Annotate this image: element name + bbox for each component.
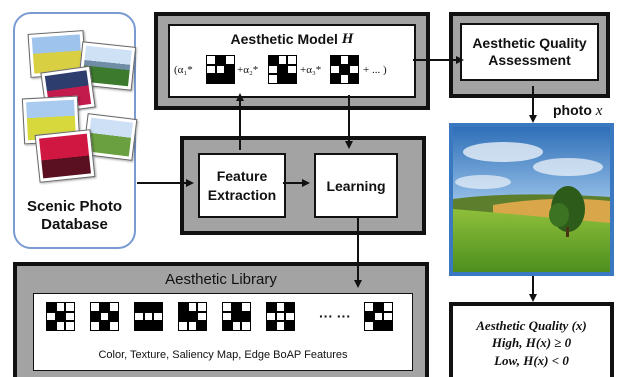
library-pattern-tile [134, 302, 163, 331]
pattern-tile [330, 55, 359, 84]
aesthetic-library-box: ··· ··· Color, Texture, Saliency Map, Ed… [33, 293, 413, 371]
feature-extraction-line1: Feature [216, 168, 268, 185]
quality-assessment-line1: Aesthetic Quality [472, 34, 587, 51]
result-line3: Low, H(x) < 0 [494, 352, 569, 368]
feature-extraction-box: Feature Extraction [198, 153, 286, 218]
model-variable: H [341, 31, 354, 47]
result-text: Aesthetic Quality (x) High, H(x) ≥ 0 Low… [453, 310, 610, 376]
database-label-line2: Database [41, 216, 108, 233]
feature-learning-panel: Feature Extraction Learning [180, 136, 426, 235]
aesthetic-model-box: Aesthetic Model H (α₁* +α₂* +α₃* + ... ) [168, 24, 416, 98]
formula-term-1: (α₁* [174, 64, 193, 76]
quality-assessment-panel: Aesthetic Quality Assessment [449, 12, 610, 98]
formula-term-3: +α₃* [300, 64, 322, 76]
library-pattern-tile [178, 302, 207, 331]
learning-box: Learning [314, 153, 398, 218]
input-photo [449, 123, 614, 276]
quality-assessment-line2: Assessment [488, 52, 571, 68]
library-pattern-tile [266, 302, 295, 331]
learning-label: Learning [326, 177, 386, 194]
pattern-tile [206, 55, 235, 84]
library-pattern-tile [46, 302, 75, 331]
photo-thumbnail [34, 129, 96, 183]
feature-extraction-line2: Extraction [207, 186, 277, 203]
library-pattern-tile [222, 302, 251, 331]
database-label: Scenic Photo Database [15, 187, 134, 245]
photo-label: photo x [553, 102, 603, 119]
formula-term-end: + ... ) [363, 64, 387, 76]
photo-variable: x [595, 103, 603, 119]
library-pattern-tile [90, 302, 119, 331]
library-caption: Color, Texture, Saliency Map, Edge BoAP … [98, 349, 348, 361]
library-pattern-tile [364, 302, 393, 331]
pattern-tile [268, 55, 297, 84]
result-line2: High, H(x) ≥ 0 [491, 335, 572, 351]
result-line1: Aesthetic Quality (x) [476, 317, 587, 333]
result-panel: Aesthetic Quality (x) High, H(x) ≥ 0 Low… [449, 302, 614, 377]
aesthetic-library-panel: Aesthetic Library ··· ··· Color, Texture… [13, 262, 429, 377]
formula-term-2: +α₂* [237, 64, 259, 76]
scenic-photo-database: Scenic Photo Database [13, 12, 138, 249]
library-ellipsis: ··· ··· [319, 308, 351, 324]
quality-assessment-box: Aesthetic Quality Assessment [460, 23, 599, 81]
database-label-line1: Scenic Photo [26, 198, 123, 215]
aesthetic-model-panel: Aesthetic Model H (α₁* +α₂* +α₃* + ... ) [154, 12, 430, 110]
aesthetic-library-title: Aesthetic Library [165, 270, 277, 288]
landscape-photo-image [453, 127, 610, 272]
aesthetic-model-title: Aesthetic Model H [230, 30, 354, 47]
